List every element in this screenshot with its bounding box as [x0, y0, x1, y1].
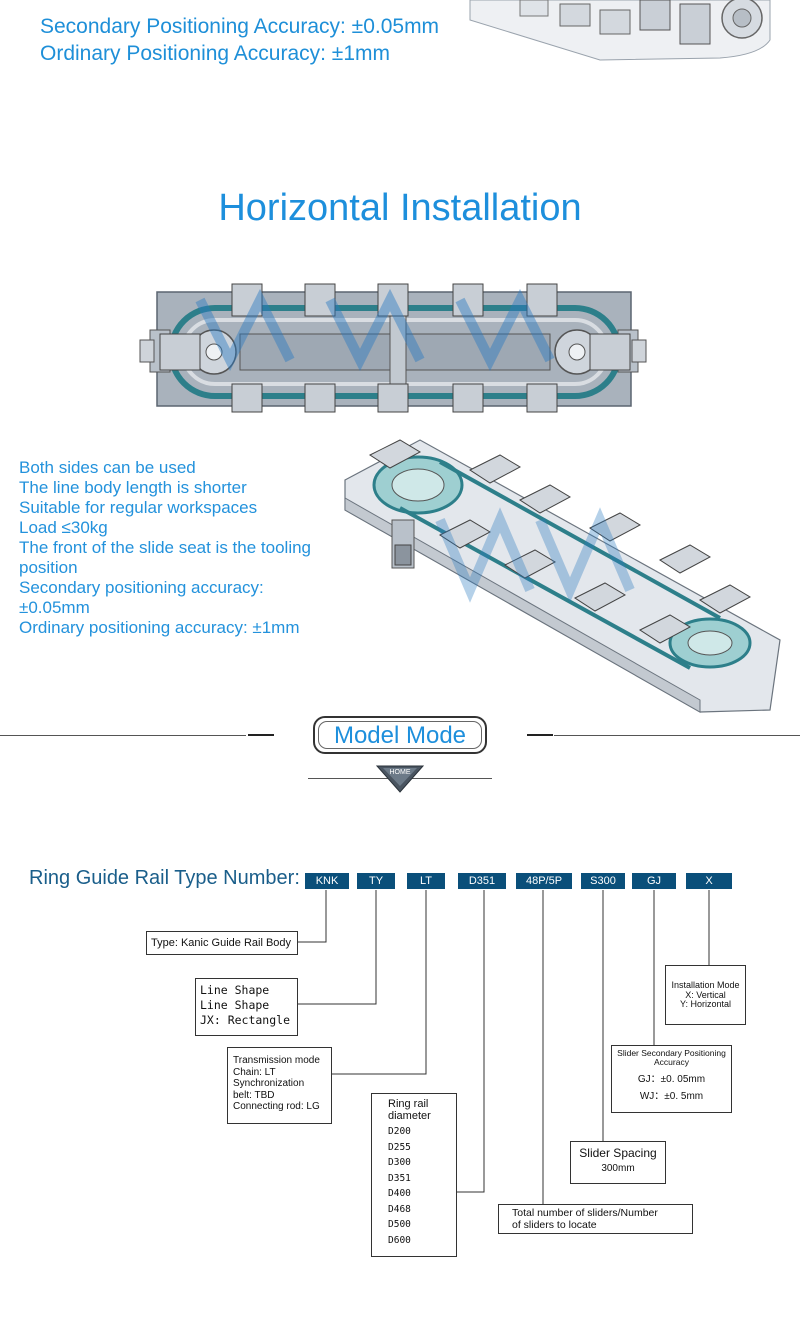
section-title: Horizontal Installation [218, 187, 582, 229]
code-x: X [686, 873, 732, 889]
ring-rail-value: D200 [388, 1126, 411, 1137]
ring-rail-value: D255 [388, 1141, 411, 1153]
home-chevron-inner [383, 768, 417, 786]
box-installation-text: Y: Horizontal [679, 999, 732, 1009]
code-d351: D351 [458, 873, 506, 889]
box-line-shape: Line Shape Line Shape JX: Rectangle [195, 978, 298, 1036]
divider-right-accent [527, 734, 553, 736]
code-48p5p: 48P/5P [516, 873, 572, 889]
feature-line: Suitable for regular workspaces [19, 498, 258, 517]
box-ring-rail-title: diameter [388, 1110, 431, 1122]
box-ring-rail: Ring rail diameter D200 D255 D300 D351 D… [371, 1093, 457, 1257]
box-transmission-text: Connecting rod: LG [233, 1101, 320, 1112]
ring-rail-value: D400 [388, 1188, 411, 1199]
box-sliders-total: Total number of sliders/Number of slider… [498, 1204, 693, 1234]
box-transmission: Transmission mode Chain: LT Synchronizat… [227, 1047, 332, 1124]
box-transmission-text: Synchronization [233, 1078, 305, 1089]
box-secondary-accuracy-gj: GJ：±0. 05mm [637, 1074, 706, 1085]
connector-lt [331, 890, 427, 1075]
connector-knk [297, 890, 327, 943]
ring-rail-value: D351 [388, 1172, 411, 1184]
box-type-text: Type: Kanic Guide Rail Body [151, 937, 292, 949]
top-spec-secondary: Secondary Positioning Accuracy: ±0.05mm [40, 15, 440, 38]
code-s300: S300 [581, 873, 625, 889]
box-transmission-text: Transmission mode [233, 1055, 320, 1066]
model-mode-badge-frame [318, 721, 482, 749]
feature-line: position [19, 558, 78, 577]
ring-rail-value: D500 [388, 1219, 411, 1230]
box-transmission-text: Chain: LT [233, 1066, 276, 1078]
box-line-shape-text: JX: Rectangle [200, 1013, 291, 1027]
code-ty: TY [357, 873, 395, 889]
code-gj: GJ [632, 873, 676, 889]
box-secondary-accuracy-wj: WJ：±0. 5mm [639, 1091, 704, 1102]
box-slider-spacing: Slider Spacing 300mm [570, 1141, 666, 1184]
top-machine-drawing [469, 0, 771, 61]
box-transmission-text: belt: TBD [233, 1089, 275, 1101]
box-secondary-accuracy-title: Accuracy [654, 1057, 689, 1067]
model-mode-badge: Model Mode [313, 716, 487, 754]
feature-line: Load ≤30kg [19, 518, 108, 537]
model-mode-title: Model Mode [333, 722, 467, 749]
code-lt: LT [407, 873, 445, 889]
rail-isometric-drawing [344, 439, 781, 713]
box-ring-rail-title: Ring rail [388, 1098, 429, 1110]
connector-d351 [457, 890, 485, 1193]
code-knk: KNK [305, 873, 349, 889]
feature-line: The line body length is shorter [19, 478, 247, 497]
box-type: Type: Kanic Guide Rail Body [146, 931, 298, 955]
ring-rail-value: D300 [388, 1157, 411, 1168]
box-slider-spacing-title: Slider Spacing [579, 1146, 657, 1160]
box-line-shape-text: Line Shape [200, 998, 270, 1012]
rail-top-view-drawing [139, 283, 647, 413]
box-line-shape-text: Line Shape [200, 983, 270, 997]
divider-right [554, 735, 800, 736]
box-sliders-total-text: of sliders to locate [512, 1218, 597, 1231]
box-sliders-total-text: Total number of sliders/Number [512, 1207, 658, 1219]
box-secondary-accuracy-title: Slider Secondary Positioning [617, 1048, 726, 1058]
feature-line: ±0.05mm [19, 598, 90, 617]
top-spec-ordinary: Ordinary Positioning Accuracy: ±1mm [40, 42, 390, 65]
box-installation-mode: Installation Mode X: Vertical Y: Horizon… [665, 965, 746, 1025]
box-secondary-accuracy: Slider Secondary Positioning Accuracy GJ… [611, 1045, 732, 1113]
home-label: HOME [389, 769, 411, 776]
feature-line: Ordinary positioning accuracy: ±1mm [19, 618, 300, 637]
divider-left-accent [248, 734, 274, 736]
box-installation-text: X: Vertical [685, 989, 726, 1000]
feature-line: Both sides can be used [19, 458, 196, 477]
ring-rail-value: D468 [388, 1203, 411, 1215]
box-installation-text: Installation Mode [671, 980, 740, 990]
type-number-label: Ring Guide Rail Type Number: [29, 867, 300, 889]
feature-line: The front of the slide seat is the tooli… [19, 538, 312, 557]
box-slider-spacing-value: 300mm [601, 1163, 635, 1174]
connector-ty [297, 890, 377, 1005]
divider-left [0, 735, 246, 736]
ring-rail-value: D600 [388, 1234, 411, 1246]
feature-line: Secondary positioning accuracy: [19, 578, 264, 597]
